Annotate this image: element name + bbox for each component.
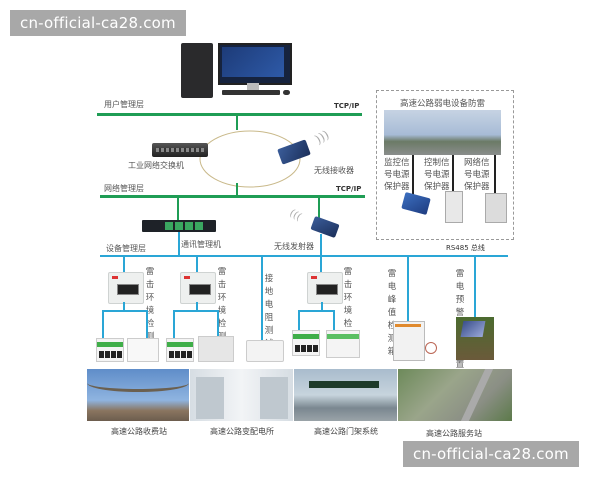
site-caption-1: 高速公路收费站 [111, 427, 167, 436]
drop-2 [196, 257, 198, 272]
drop-4 [320, 257, 322, 272]
site-caption-2: 高速公路变配电所 [210, 427, 274, 436]
network-protector-icon [485, 193, 507, 223]
comm-manager-label: 通讯管理机 [181, 240, 221, 249]
device-layer-label: 设备管理层 [106, 244, 146, 253]
network-bus-riser [236, 183, 238, 197]
switch-ports [156, 148, 204, 152]
breaker-icon [292, 330, 320, 356]
breaker-icon [96, 338, 124, 362]
d1-stub [123, 302, 125, 310]
d4-right [333, 310, 335, 330]
lightning-detector-1-icon [108, 272, 144, 304]
drop-5 [407, 257, 409, 321]
drop-1 [123, 257, 125, 272]
wifi-signal-icon: ))) [312, 127, 332, 147]
inset-panel [376, 90, 514, 240]
network-layer-bus [100, 195, 365, 198]
wireless-receiver-label: 无线接收器 [314, 166, 354, 175]
protector-2-label: 控制信号电源保护器 [424, 158, 450, 192]
network-layer-protocol: TCP/IP [336, 185, 362, 193]
protector-1-label: 监控信号电源保护器 [384, 158, 410, 192]
user-layer-label: 用户管理层 [104, 100, 144, 109]
rs485-bus [100, 255, 508, 257]
control-protector-icon [445, 191, 463, 223]
d1-split [102, 310, 148, 312]
drop-3 [261, 257, 263, 342]
mouse-icon [283, 90, 290, 95]
lightning-detector-3-icon [307, 272, 343, 304]
d2-left [173, 310, 175, 338]
site-caption-4: 高速公路服务站 [426, 429, 482, 438]
surge-protector-icon [198, 336, 234, 362]
ground-tester-icon [246, 340, 284, 362]
monitor-screen [222, 47, 284, 77]
pc-tower-icon [181, 43, 213, 98]
transmitter-to-rs485 [320, 234, 322, 255]
d2-stub [196, 302, 198, 310]
watermark-top: cn-official-ca28.com [10, 10, 186, 36]
inset-wire-3 [494, 155, 496, 195]
industrial-switch-label: 工业网络交换机 [128, 161, 184, 170]
service-area-photo [398, 369, 512, 421]
inset-wire-1 [412, 155, 414, 195]
substation-photo [190, 369, 293, 421]
user-layer-bus [97, 113, 362, 116]
d4-stub [321, 302, 323, 310]
transmitter-drop [318, 198, 320, 220]
d2-right [217, 310, 219, 338]
device-5-label: 雷电峰值检测箱 [387, 269, 397, 357]
monitor-stand [247, 83, 259, 90]
user-bus-drop [236, 116, 238, 130]
d2-split [173, 310, 219, 312]
drop-6 [474, 257, 476, 317]
peak-detector-box-icon [393, 321, 425, 361]
comm-manager-terminals [165, 222, 205, 230]
lightning-detector-2-icon [180, 272, 216, 304]
d1-left [102, 310, 104, 338]
watermark-bottom: cn-official-ca28.com [403, 441, 579, 467]
comm-drop [177, 198, 179, 220]
keyboard-icon [222, 90, 280, 95]
d4-split [298, 310, 335, 312]
box-stripe [395, 324, 421, 327]
cable-coil-icon [425, 342, 437, 354]
solar-panel-icon [460, 321, 486, 337]
device-layer-protocol: RS485 总线 [446, 244, 485, 252]
wireless-transmitter-icon [310, 215, 340, 239]
d1-right [146, 310, 148, 338]
surge-protector-icon [326, 330, 360, 358]
surge-protector-icon [127, 338, 159, 362]
gantry-photo [294, 369, 397, 421]
wifi-signal-icon: ))) [288, 206, 304, 223]
inset-title: 高速公路弱电设备防雷 [400, 99, 486, 109]
site-caption-3: 高速公路门架系统 [314, 427, 378, 436]
protector-3-label: 网络信号电源保护器 [464, 158, 490, 192]
network-layer-label: 网络管理层 [104, 184, 144, 193]
user-layer-protocol: TCP/IP [334, 102, 360, 110]
network-ring [199, 130, 301, 188]
highway-photo [384, 110, 501, 155]
inset-wire-2 [452, 155, 454, 195]
toll-station-photo [87, 369, 189, 421]
wireless-transmitter-label: 无线发射器 [274, 242, 314, 251]
d4-left [298, 310, 300, 330]
breaker-icon [166, 338, 194, 362]
comm-to-rs485 [178, 232, 180, 255]
